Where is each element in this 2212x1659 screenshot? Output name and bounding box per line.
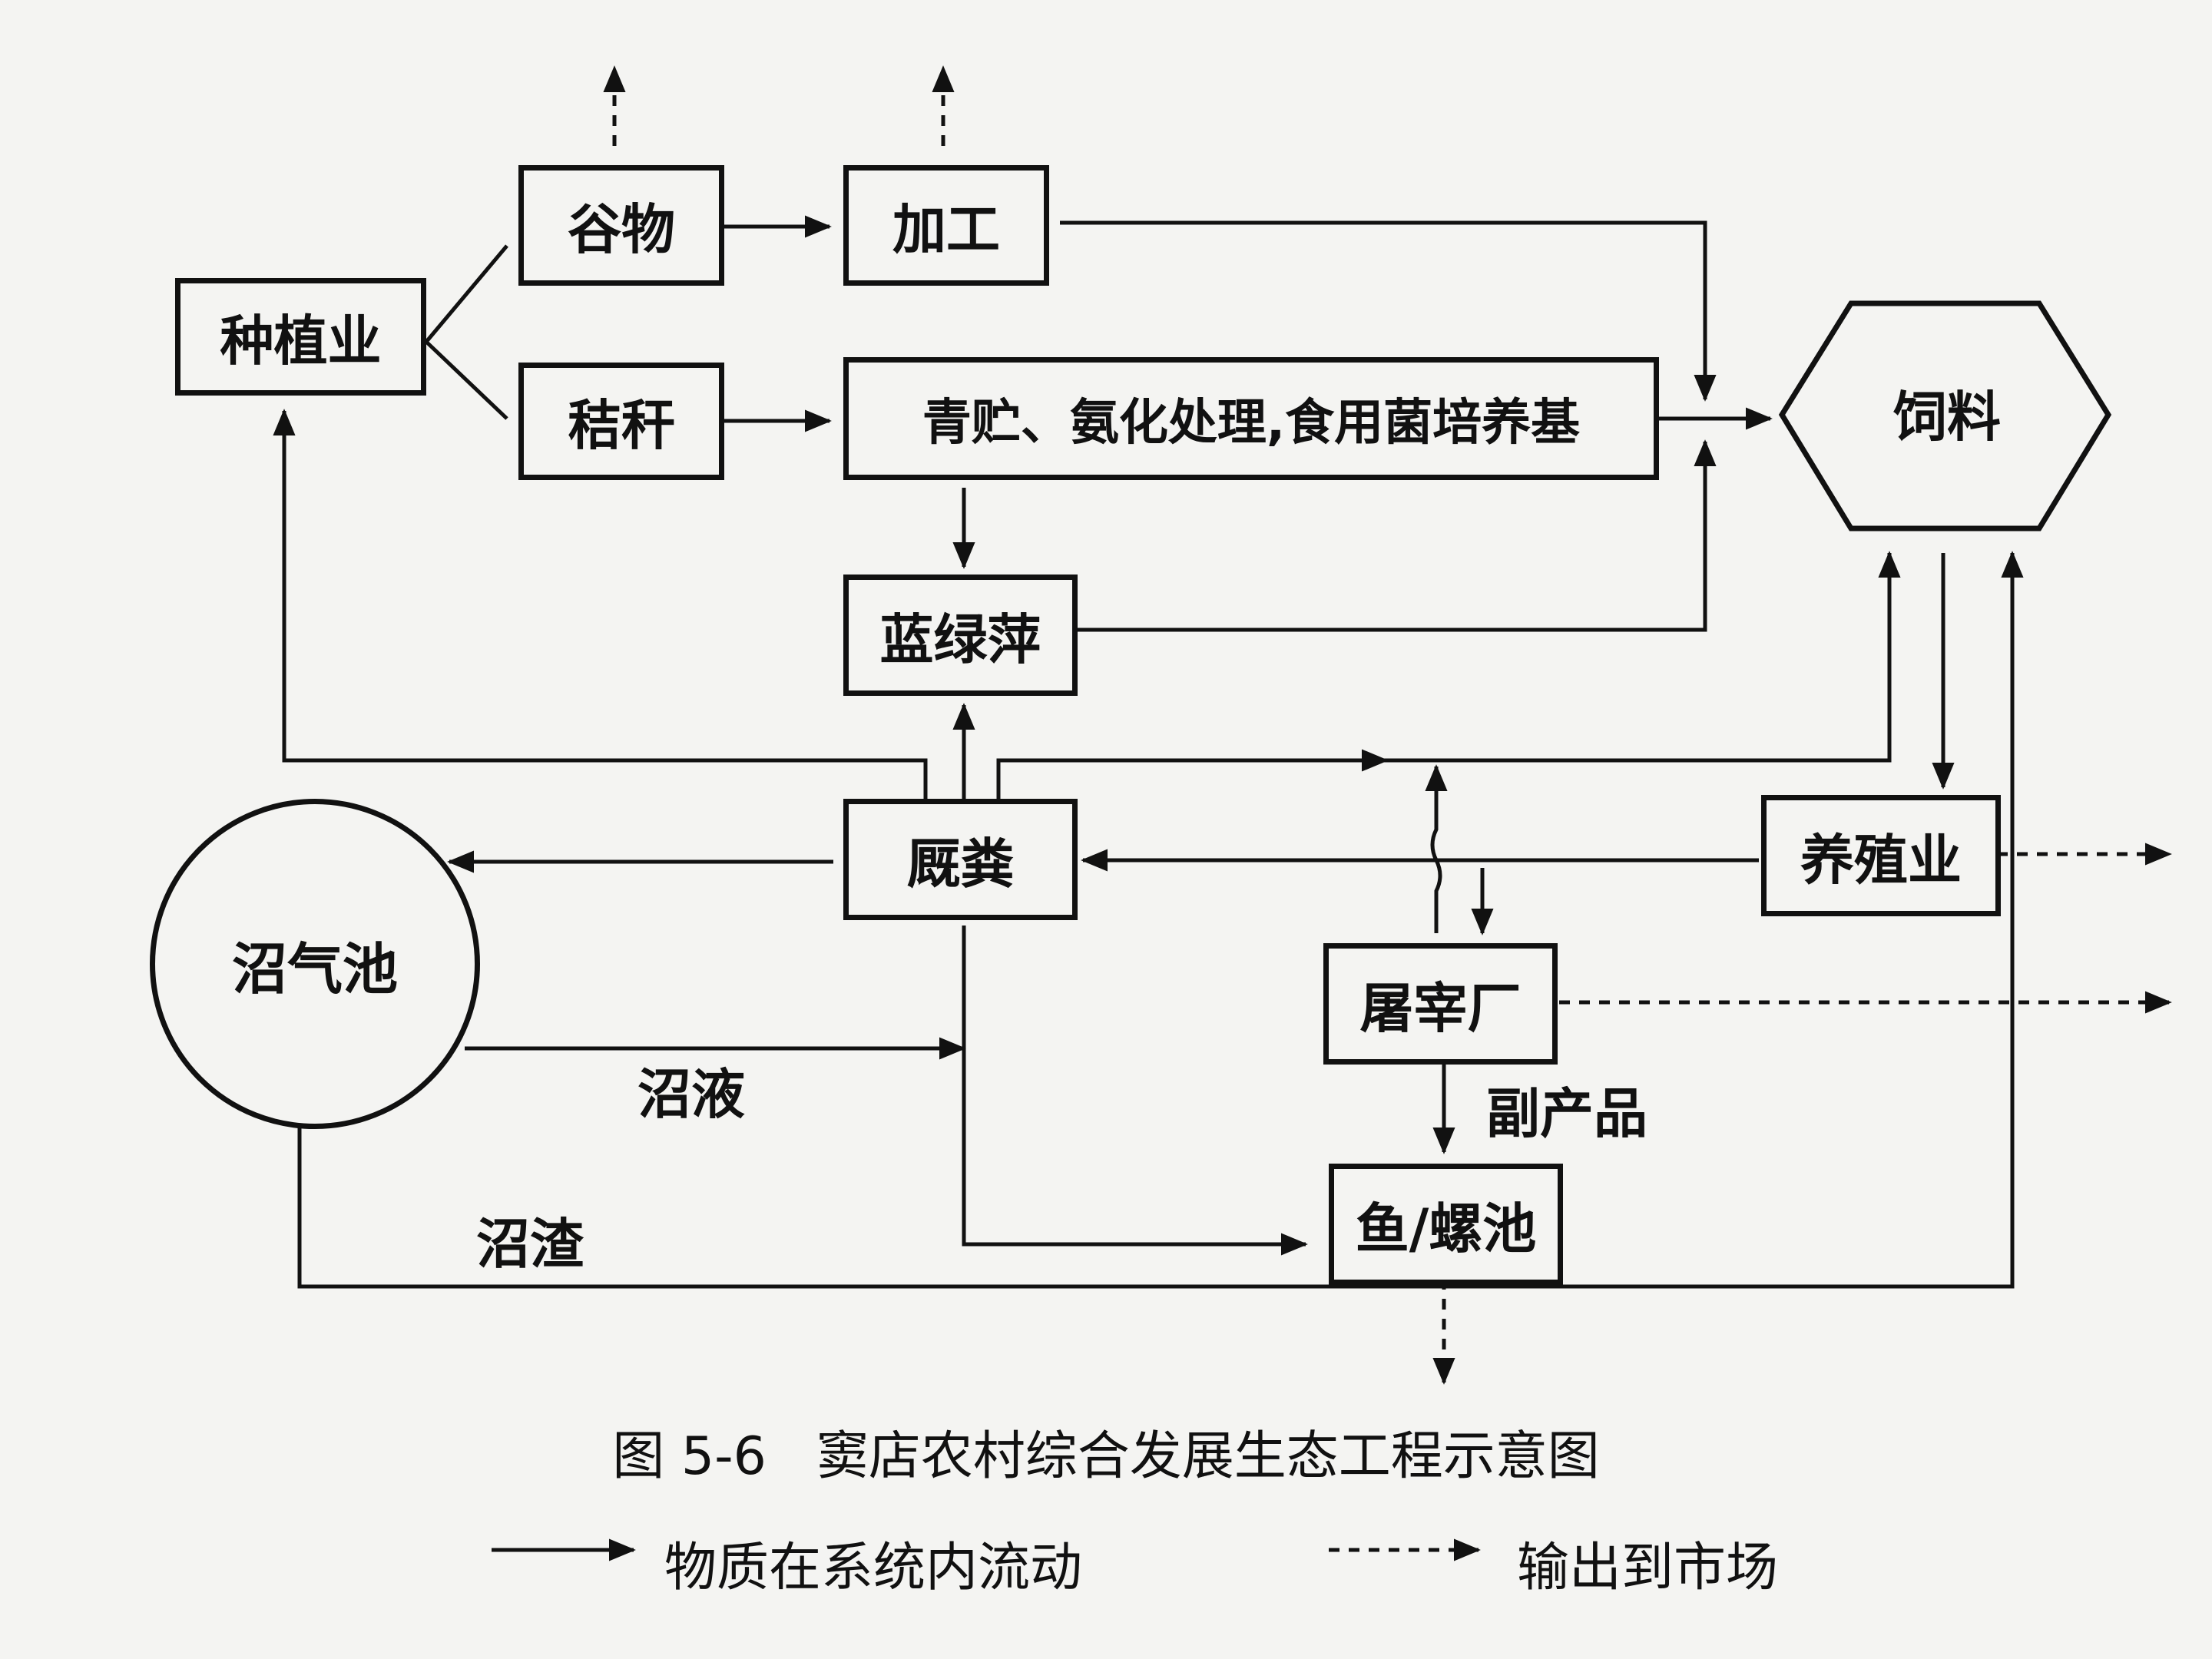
node-azolla: 蓝绿萍 [843,575,1078,696]
node-manure: 厩粪 [843,799,1078,920]
edge-slaughter-up [1425,764,1448,933]
label-biogas-liquid: 沼液 [637,1063,745,1126]
edge-manure-planting [273,409,928,799]
edge-planting-grain [425,244,508,343]
node-grain: 谷物 [518,165,724,286]
node-processing: 加工 [843,165,1049,286]
node-biogas: 沼气池 [150,799,480,1129]
legend-dashed-text: 输出到市场 [1517,1538,1779,1598]
edge-planting-straw [425,340,508,420]
node-planting: 种植业 [175,278,426,396]
label-byproduct: 副产品 [1486,1082,1647,1145]
node-slaughter: 屠宰厂 [1323,943,1558,1065]
edge-manure-feed [996,551,1901,799]
node-straw: 秸秆 [518,363,724,480]
node-feed: 饲料 [1893,386,2001,449]
node-pond: 鱼/螺池 [1329,1164,1563,1285]
figure-caption: 图 5-6 窦店农村综合发展生态工程示意图 [612,1426,1600,1487]
edge-azolla-feed [1075,439,1717,632]
edge-manure-pond [962,926,1308,1256]
legend-solid-text: 物质在系统内流动 [664,1538,1083,1598]
label-biogas-residue: 沼渣 [476,1213,584,1276]
node-livestock: 养殖业 [1761,795,2001,916]
edge-processing-feed [1060,220,1717,402]
edge-biogas-residue [297,551,2024,1289]
node-silage: 青贮、氨化处理,食用菌培养基 [843,357,1659,480]
feed-hexagon [1778,300,2112,531]
